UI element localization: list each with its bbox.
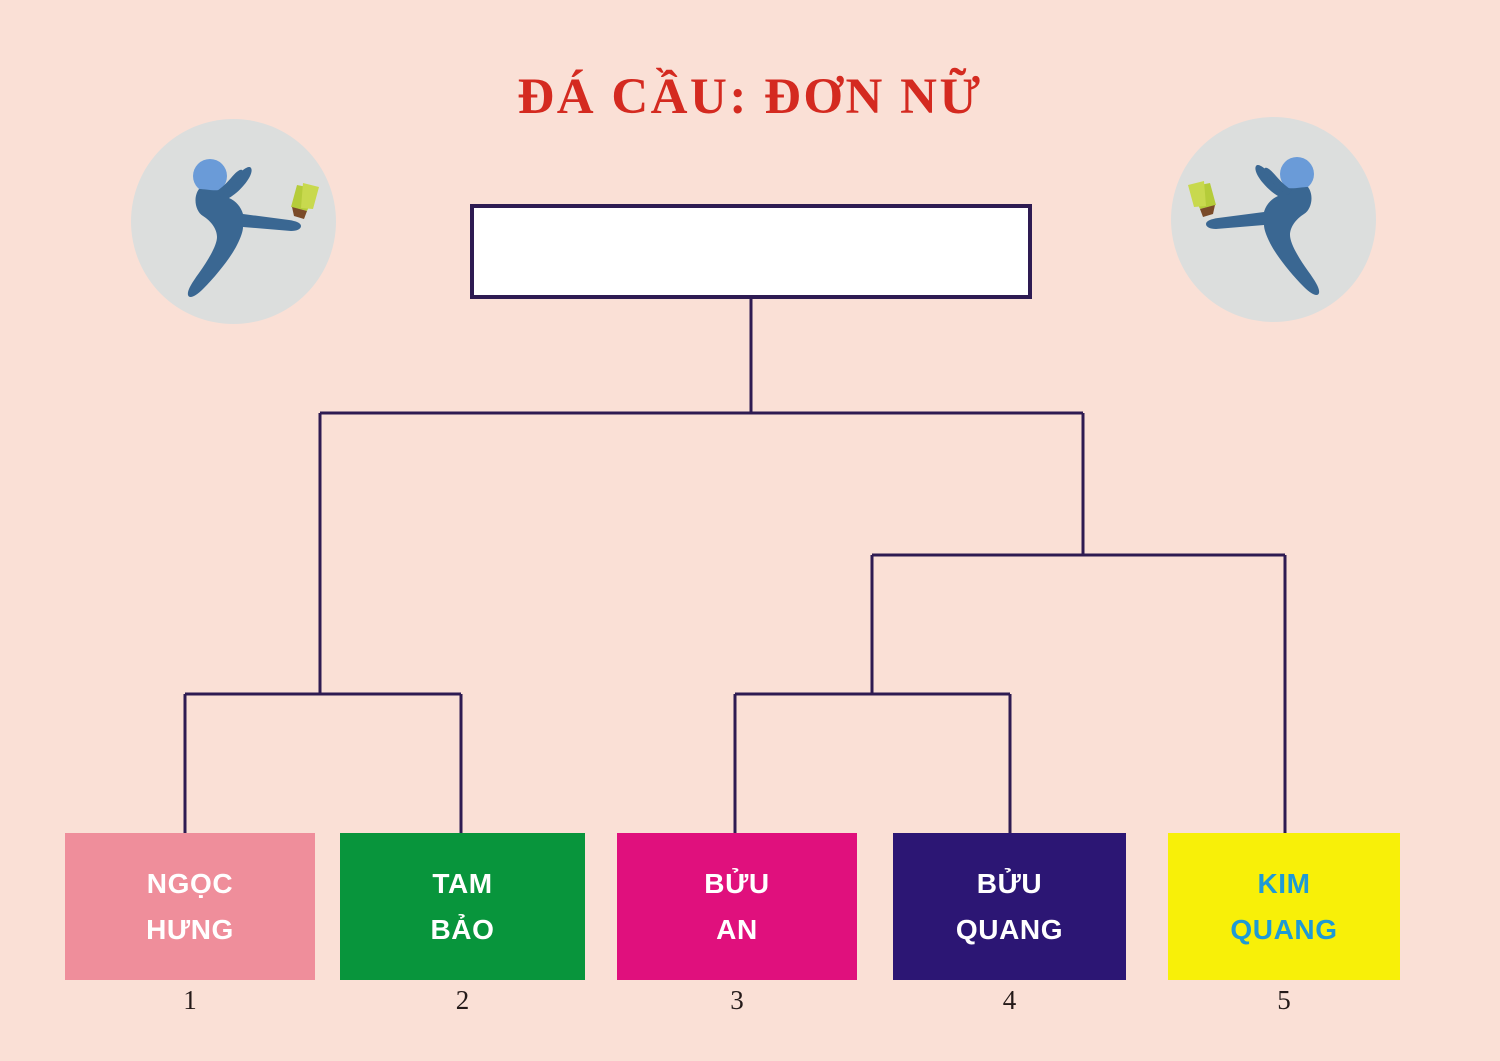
player-box-4[interactable]: BỬU QUANG (893, 833, 1126, 980)
player-box-1[interactable]: NGỌC HƯNG (65, 833, 315, 980)
player-name-line1: TAM (432, 868, 493, 900)
page-title: ĐÁ CẦU: ĐƠN NỮ (517, 69, 983, 125)
seed-number-1: 1 (183, 985, 197, 1015)
player-name-line1: BỬU (976, 868, 1043, 900)
shuttlecock-kick-player-icon (131, 119, 336, 324)
seed-number-3: 3 (730, 985, 744, 1015)
player-name-line2: BẢO (430, 913, 495, 945)
seed-number-5: 5 (1277, 985, 1291, 1015)
seed-number-2: 2 (455, 985, 470, 1015)
player-box-2[interactable]: TAM BẢO (340, 833, 585, 980)
player-box-5[interactable]: KIM QUANG (1168, 833, 1400, 980)
player-name-line2: HƯNG (146, 913, 234, 945)
seed-number-4: 4 (1002, 985, 1017, 1015)
player-name-line1: KIM (1257, 868, 1311, 900)
shuttlecock-kick-player-icon-mirrored (1171, 117, 1376, 322)
player-name-line2: AN (716, 913, 758, 945)
player-name-line1: BỬU (704, 868, 770, 900)
player-box-3[interactable]: BỬU AN (617, 833, 857, 980)
player-name-line1: NGỌC (146, 868, 234, 900)
player-name-line2: QUANG (955, 913, 1064, 945)
player-name-line2: QUANG (1230, 913, 1338, 945)
champion-box[interactable] (470, 204, 1032, 299)
